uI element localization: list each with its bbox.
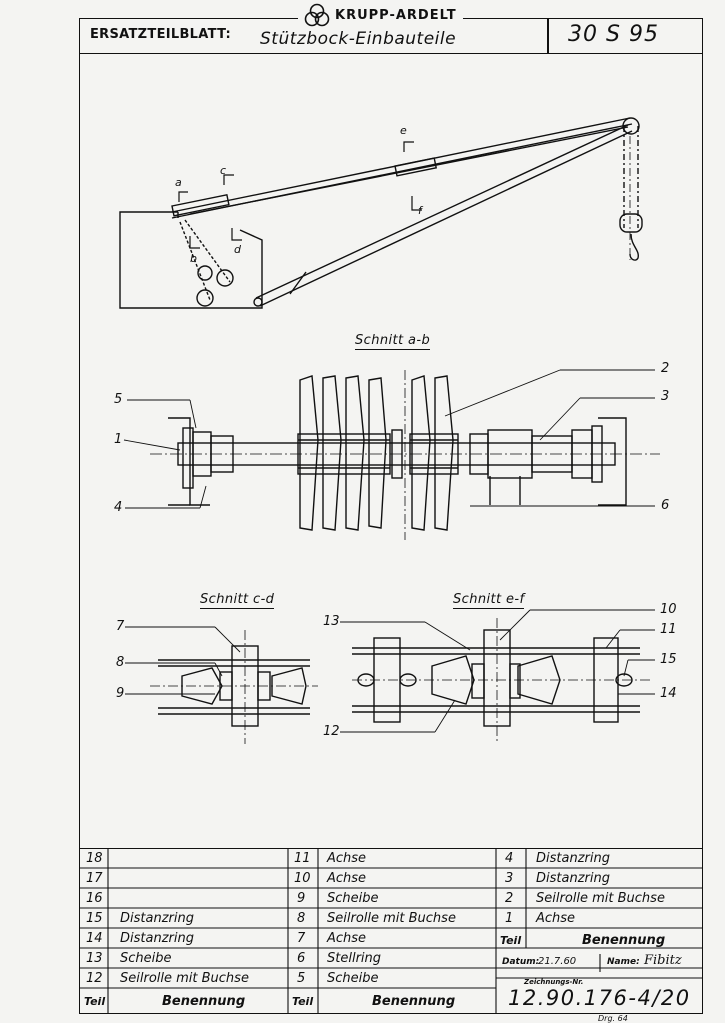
- col2-benennung-header: Benennung: [372, 994, 456, 1009]
- callout-8: 8: [116, 655, 125, 670]
- crane-base: [119, 211, 263, 309]
- callout-4: 4: [114, 500, 123, 515]
- col1-teil-header: Teil: [84, 995, 106, 1008]
- section-ab-view: [150, 370, 660, 540]
- part-number: 7: [297, 931, 306, 946]
- part-name: Seilrolle mit Buchse: [120, 971, 249, 986]
- marker-d: d: [234, 243, 241, 256]
- part-number: 14: [86, 931, 103, 946]
- title-block-header: [79, 18, 703, 54]
- callout-2: 2: [661, 361, 670, 376]
- part-number: 8: [297, 911, 306, 926]
- crane-strut: [253, 124, 633, 307]
- crane-hook: [619, 117, 643, 261]
- col3-benennung-header: Benennung: [582, 933, 666, 948]
- col1-benennung-header: Benennung: [162, 994, 246, 1009]
- part-number: 13: [86, 951, 103, 966]
- callout-10: 10: [660, 602, 677, 617]
- marker-f: f: [418, 204, 422, 217]
- part-number: 15: [86, 911, 103, 926]
- header-divider: [547, 18, 549, 54]
- sheet-title: Stützbock-Einbauteile: [260, 29, 457, 49]
- drawing-number: 12.90.176-4/20: [508, 986, 691, 1010]
- part-name: Scheibe: [327, 891, 379, 906]
- krupp-rings-logo-icon: [304, 3, 330, 27]
- part-number: 6: [297, 951, 306, 966]
- callout-3: 3: [661, 389, 670, 404]
- section-markers: [178, 141, 422, 249]
- datum-label: Datum:: [502, 957, 540, 967]
- callout-9: 9: [116, 686, 125, 701]
- signature: Fibitz: [644, 953, 682, 968]
- pulleys-right: [409, 375, 459, 531]
- sheet-label: ERSATZTEILBLATT:: [90, 27, 232, 42]
- part-number: 18: [86, 851, 103, 866]
- part-number: 9: [297, 891, 306, 906]
- callout-1: 1: [114, 432, 123, 447]
- brand-name: KRUPP-ARDELT: [335, 7, 457, 23]
- callout-12: 12: [323, 724, 340, 739]
- part-name: Distanzring: [120, 911, 194, 926]
- callout-5: 5: [114, 392, 123, 407]
- part-name: Seilrolle mit Buchse: [327, 911, 456, 926]
- part-name: Scheibe: [327, 971, 379, 986]
- part-name: Stellring: [327, 951, 382, 966]
- corner-note: Drg. 64: [598, 1014, 628, 1023]
- callout-6: 6: [661, 498, 670, 513]
- section-ef-view: [352, 618, 650, 744]
- drawing-number-label: Zeichnungs-Nr.: [524, 978, 584, 986]
- callout-11: 11: [660, 622, 677, 637]
- callout-13: 13: [323, 614, 340, 629]
- marker-a: a: [175, 176, 182, 189]
- part-name: Scheibe: [120, 951, 172, 966]
- part-name: Distanzring: [120, 931, 194, 946]
- marker-b: b: [190, 252, 197, 265]
- col3-teil-header: Teil: [500, 934, 522, 947]
- part-name: Distanzring: [536, 851, 610, 866]
- section-ab-title: Schnitt a-b: [355, 333, 431, 350]
- marker-e: e: [400, 124, 407, 137]
- callout-14: 14: [660, 686, 677, 701]
- part-name: Achse: [536, 911, 576, 926]
- callout-15: 15: [660, 652, 677, 667]
- section-ef-title: Schnitt e-f: [453, 592, 525, 609]
- brand: KRUPP-ARDELT: [298, 2, 463, 28]
- part-number: 1: [505, 911, 514, 926]
- part-number: 2: [505, 891, 514, 906]
- part-number: 17: [86, 871, 103, 886]
- part-name: Distanzring: [536, 871, 610, 886]
- part-number: 16: [86, 891, 103, 906]
- part-number: 3: [505, 871, 514, 886]
- part-name: Achse: [327, 871, 367, 886]
- sheet-number: 30 S 95: [568, 22, 659, 47]
- part-number: 12: [86, 971, 103, 986]
- name-label: Name:: [607, 957, 640, 967]
- datum-value: 21.7.60: [538, 956, 577, 967]
- leader-lines: [123, 369, 655, 733]
- part-number: 11: [294, 851, 311, 866]
- marker-c: c: [220, 164, 227, 177]
- part-number: 4: [505, 851, 514, 866]
- section-cd-view: [150, 630, 318, 744]
- part-name: Seilrolle mit Buchse: [536, 891, 665, 906]
- part-name: Achse: [327, 931, 367, 946]
- parts-list: [79, 848, 703, 1014]
- col2-teil-header: Teil: [292, 995, 314, 1008]
- parts-list-grid: [79, 848, 703, 1014]
- section-cd-title: Schnitt c-d: [200, 592, 275, 609]
- pulleys-left: [297, 375, 391, 531]
- part-number: 5: [297, 971, 306, 986]
- part-number: 10: [294, 871, 311, 886]
- crane-jib: [171, 117, 633, 219]
- part-name: Achse: [327, 851, 367, 866]
- callout-7: 7: [116, 619, 125, 634]
